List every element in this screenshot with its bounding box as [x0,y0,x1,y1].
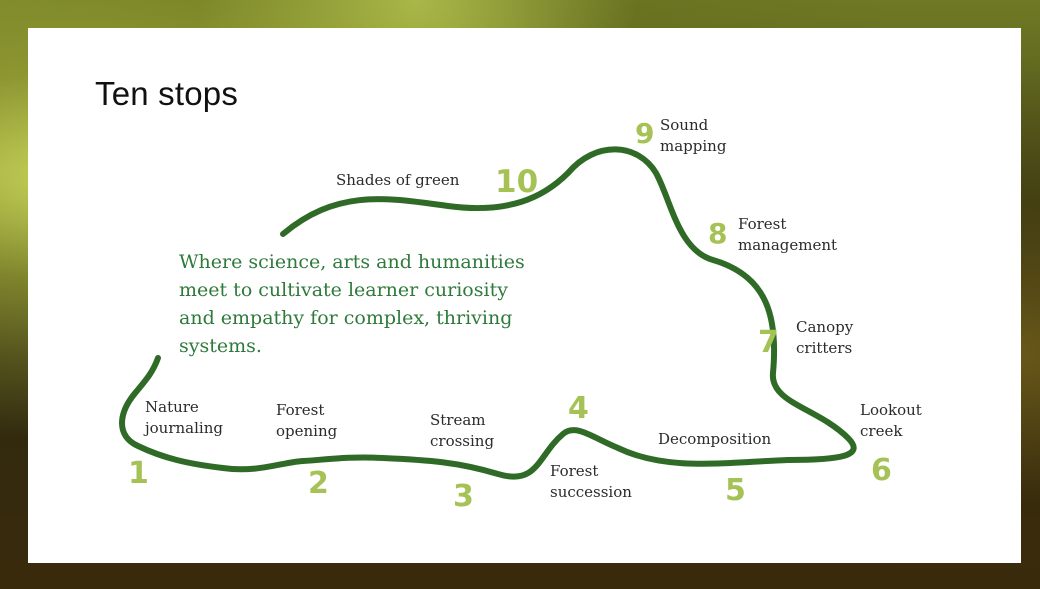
stop-label-10: Shades of green [336,171,460,189]
slide-title: Ten stops [95,75,239,112]
stop-number-8: 8 [708,217,727,250]
stop-number-7: 7 [758,325,779,360]
stop-number-1: 1 [128,456,149,491]
stop-number-4: 4 [568,391,589,426]
stop-number-2: 2 [308,466,329,501]
stop-number-10: 10 [495,164,538,200]
tagline-text: Where science, arts and humanities meet … [179,251,525,357]
stop-label-5: Decomposition [658,430,772,448]
stop-number-9: 9 [635,117,654,150]
stop-number-5: 5 [725,473,746,508]
stop-number-3: 3 [453,479,474,514]
trail-route-line [119,146,857,480]
stop-number-6: 6 [871,453,892,488]
